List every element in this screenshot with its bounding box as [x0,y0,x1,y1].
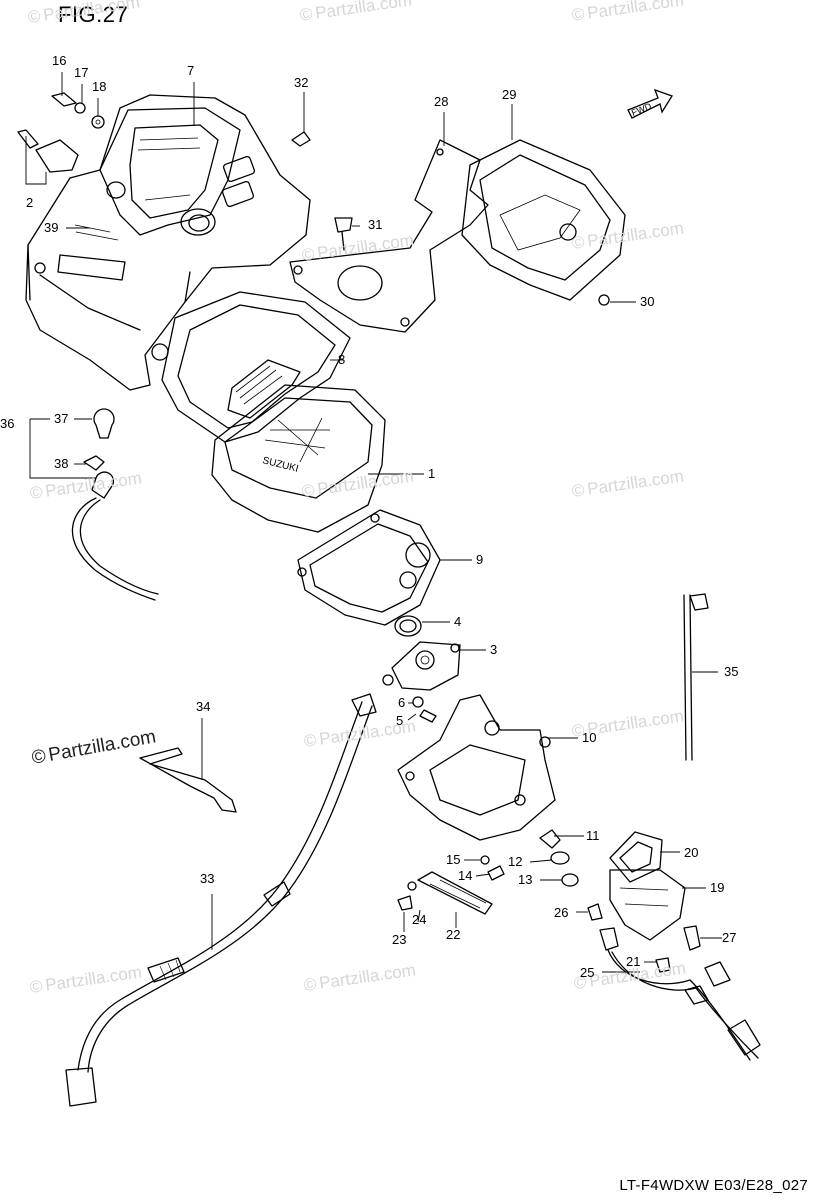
callout-18[interactable]: 18 [92,79,107,94]
callout-7[interactable]: 7 [187,63,195,78]
part-28-bracket[interactable] [289,139,489,333]
callout-17[interactable]: 17 [74,65,89,80]
part-5-6-screw-washer[interactable] [412,696,437,723]
callout-5[interactable]: 5 [396,713,404,728]
small-hardware-top[interactable] [51,92,610,306]
copyright-icon: © [570,480,586,501]
copyright-icon: © [28,976,44,997]
callout-20[interactable]: 20 [684,845,699,860]
part-9-lower-plate[interactable] [297,509,441,626]
part-35-rod[interactable] [683,593,709,761]
callout-39[interactable]: 39 [44,220,59,235]
callout-15[interactable]: 15 [446,852,461,867]
callout-11[interactable]: 11 [586,828,600,843]
callout-36[interactable]: 36 [0,416,15,431]
callout-3[interactable]: 3 [490,642,498,657]
callout-37[interactable]: 37 [54,411,69,426]
copyright-icon: © [300,480,316,501]
callout-28[interactable]: 28 [434,94,449,109]
copyright-icon: © [570,4,586,25]
part-33-cable[interactable] [65,693,377,1107]
callout-9[interactable]: 9 [476,552,484,567]
part-2-clamp[interactable] [17,129,79,173]
callout-16[interactable]: 16 [52,53,67,68]
fwd-arrow-icon: FWD [627,88,673,119]
callout-10[interactable]: 10 [582,730,597,745]
leader-lines [25,72,722,973]
callout-4[interactable]: 4 [454,614,462,629]
callout-23[interactable]: 23 [392,932,407,947]
callout-32[interactable]: 32 [294,75,309,90]
part-36-harness[interactable] [71,408,159,601]
callout-14[interactable]: 14 [458,868,473,883]
figure-code: LT-F4WDXW E03/E28_027 [619,1177,808,1194]
copyright-icon: © [300,244,316,265]
part-7-instrument-cover[interactable] [25,94,311,391]
callout-26[interactable]: 26 [554,905,569,920]
callout-33[interactable]: 33 [200,871,215,886]
copyright-icon: © [28,482,44,503]
callout-2[interactable]: 2 [26,195,34,210]
part-19-socket-housing[interactable] [609,869,686,941]
part-20-cover[interactable] [609,831,663,883]
part-3-gear-unit[interactable] [382,641,461,691]
fwd-label: FWD [630,101,653,118]
callout-21[interactable]: 21 [626,954,641,969]
part-1-brand-text: SUZUKI [261,455,299,475]
part-34-clip[interactable] [139,747,237,813]
callout-24[interactable]: 24 [412,912,427,927]
part-4-o-ring[interactable] [394,615,422,637]
callout-38[interactable]: 38 [54,456,69,471]
part-22-plate[interactable] [417,871,493,915]
callout-13[interactable]: 13 [518,872,533,887]
callout-6[interactable]: 6 [398,695,406,710]
callout-8[interactable]: 8 [338,352,346,367]
copyright-icon: © [298,4,314,25]
part-21-bulb[interactable] [655,957,671,973]
part-1-meter-case[interactable]: SUZUKI [211,384,386,533]
callout-30[interactable]: 30 [640,294,655,309]
part-10-lower-bracket[interactable] [397,694,556,841]
figure-title: FIG.27 [58,2,129,27]
callout-31[interactable]: 31 [368,217,383,232]
callout-34[interactable]: 34 [196,699,211,714]
callout-25[interactable]: 25 [580,965,595,980]
callout-19[interactable]: 19 [710,880,725,895]
copyright-icon: © [570,232,586,253]
callout-12[interactable]: 12 [508,854,523,869]
part-29-rear-cover[interactable] [461,139,626,301]
copyright-icon: © [302,730,318,751]
part-25-socket-harness[interactable] [599,927,761,1061]
callout-27[interactable]: 27 [722,930,737,945]
callout-35[interactable]: 35 [724,664,739,679]
parts-23-24[interactable] [397,881,417,911]
callout-1[interactable]: 1 [428,466,436,481]
callout-29[interactable]: 29 [502,87,517,102]
copyright-icon: © [26,6,42,27]
callout-22[interactable]: 22 [446,927,461,942]
part-27-bulb[interactable] [683,925,701,951]
copyright-icon: © [30,745,48,769]
copyright-icon: © [302,974,318,995]
part-26-grommet[interactable] [587,903,603,921]
